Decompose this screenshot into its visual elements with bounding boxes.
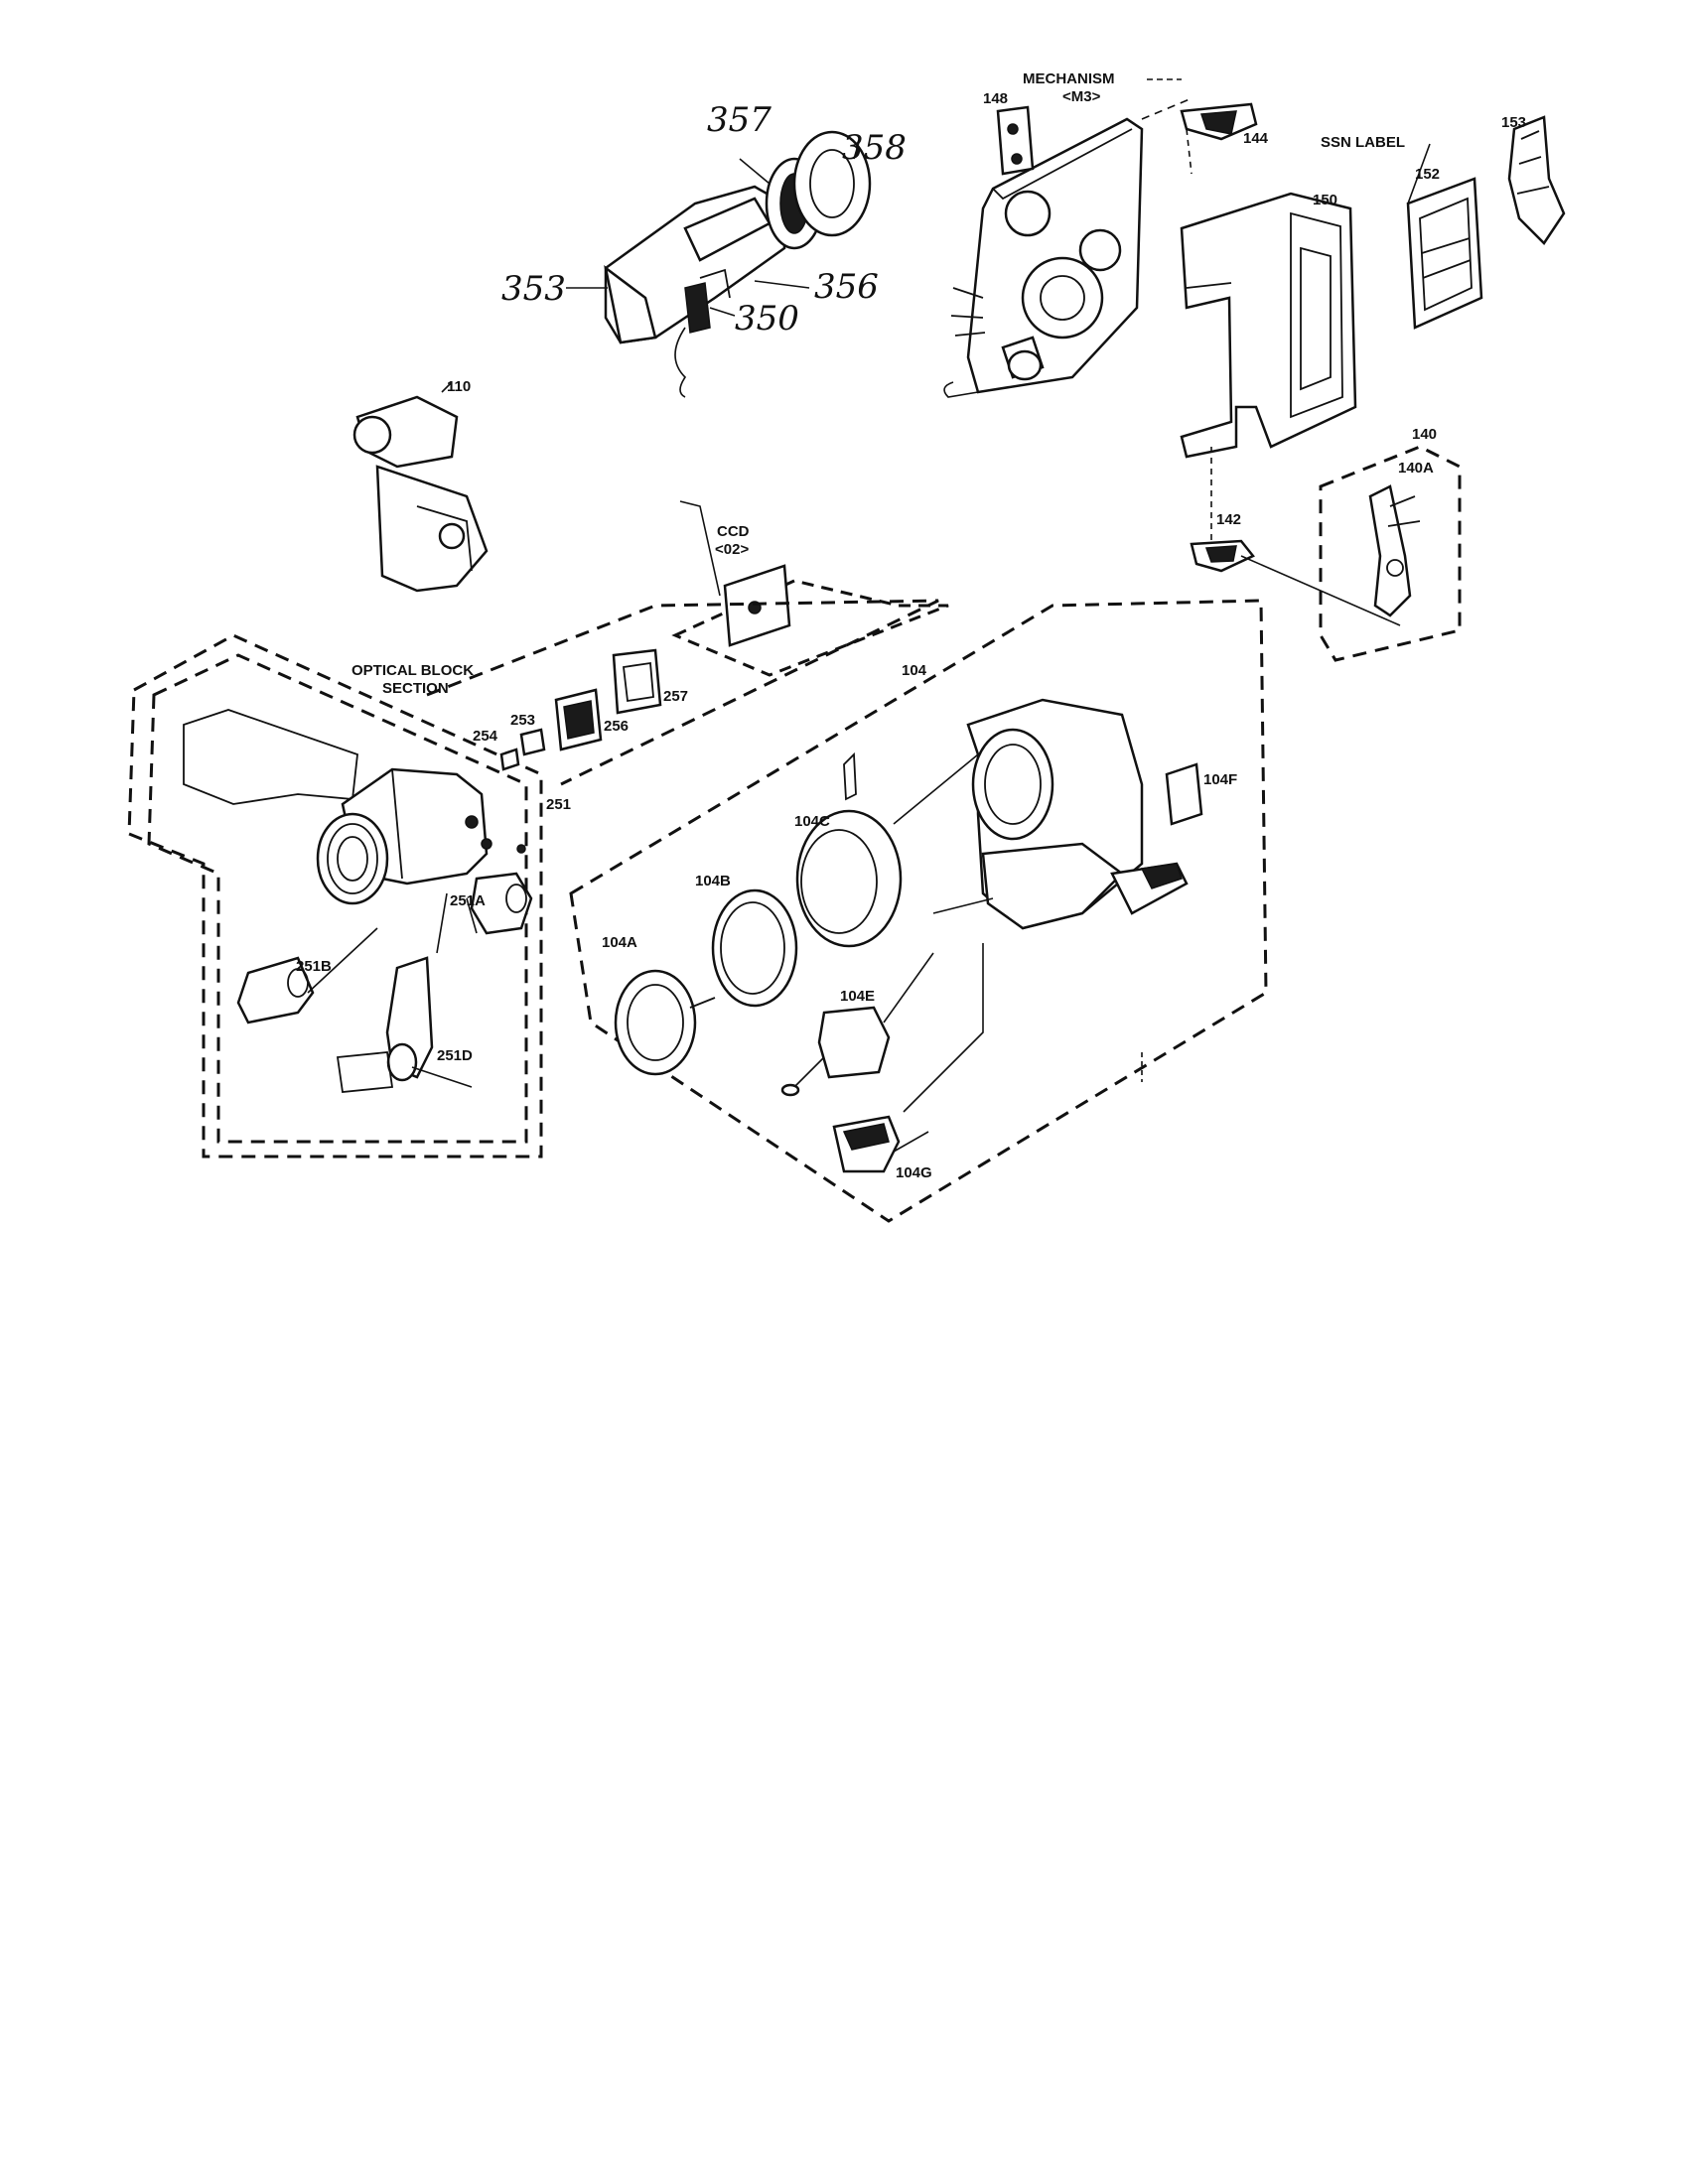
label-part-353: 353: [501, 269, 566, 309]
label-part-104e: 104E: [840, 988, 875, 1005]
label-part-251: 251: [546, 796, 571, 813]
label-part-104b: 104B: [695, 873, 731, 889]
label-optical-block-1: OPTICAL BLOCK: [351, 662, 474, 679]
mechanism-assembly: [943, 78, 1191, 398]
optical-block-section: [127, 599, 939, 1159]
diagram-labels: MECHANISM <M3> SSN LABEL OPTICAL BLOCK S…: [296, 70, 1526, 1181]
label-part-104a: 104A: [602, 934, 637, 951]
part-110-assembly: [352, 381, 489, 593]
label-part-104: 104: [902, 662, 927, 679]
label-mechanism: MECHANISM: [1023, 70, 1115, 87]
label-part-356: 356: [814, 267, 879, 307]
label-part-153: 153: [1501, 114, 1526, 131]
label-part-148: 148: [983, 90, 1008, 107]
front-cover-section-104: [569, 599, 1268, 1223]
label-part-256: 256: [604, 718, 629, 735]
label-part-251a: 251A: [450, 892, 486, 909]
part-150-chassis-frame: [1180, 192, 1357, 459]
label-part-140: 140: [1412, 426, 1437, 443]
part-144-bracket: [1180, 102, 1258, 175]
label-part-104f: 104F: [1203, 771, 1237, 788]
label-part-150: 150: [1313, 192, 1337, 208]
label-part-104g: 104G: [896, 1164, 932, 1181]
label-ssn: SSN LABEL: [1321, 134, 1405, 151]
part-153-flex-cable: [1507, 115, 1566, 245]
ccd-assembly: [671, 500, 949, 677]
label-part-142: 142: [1216, 511, 1241, 528]
label-part-350: 350: [735, 299, 799, 339]
label-part-357: 357: [707, 100, 772, 140]
label-part-257: 257: [663, 688, 688, 705]
part-140-group: [1319, 445, 1462, 662]
label-part-152: 152: [1415, 166, 1440, 183]
label-part-104c: 104C: [794, 813, 830, 830]
label-part-254: 254: [473, 728, 498, 745]
label-part-144: 144: [1243, 130, 1269, 147]
label-optical-block-2: SECTION: [382, 680, 449, 697]
label-part-110: 110: [447, 378, 471, 395]
label-part-140a: 140A: [1398, 460, 1434, 477]
label-part-251b: 251B: [296, 958, 332, 975]
part-142-bracket: [1190, 447, 1401, 626]
label-part-251d: 251D: [437, 1047, 473, 1064]
label-ccd-sub: <02>: [715, 541, 749, 558]
part-152-ssn-label: [1406, 143, 1483, 330]
label-mechanism-sub: <M3>: [1062, 88, 1101, 105]
label-ccd: CCD: [717, 523, 750, 540]
label-part-358: 358: [842, 128, 907, 168]
label-part-253: 253: [510, 712, 535, 729]
viewfinder-assembly: [566, 130, 872, 398]
